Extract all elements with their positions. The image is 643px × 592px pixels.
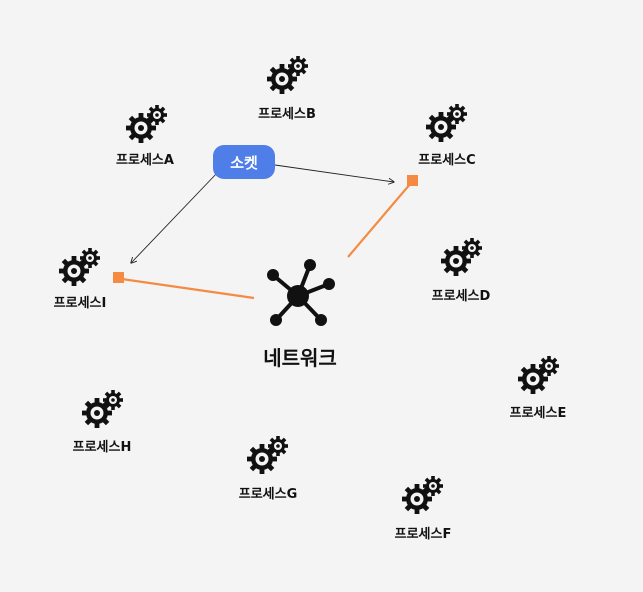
process-label-g: 프로세스G	[239, 487, 298, 502]
network-node: 네트워크	[263, 259, 337, 370]
process-node-e: 프로세스E	[510, 356, 567, 421]
process-node-d: 프로세스D	[432, 238, 491, 304]
process-label-i: 프로세스I	[54, 296, 107, 311]
gears-icon	[518, 356, 559, 394]
network-label: 네트워크	[263, 346, 337, 370]
network-hub-icon	[267, 259, 335, 326]
process-label-c: 프로세스C	[418, 153, 475, 168]
process-label-d: 프로세스D	[432, 289, 491, 304]
process-label-e: 프로세스E	[510, 406, 567, 421]
process-label-h: 프로세스H	[73, 440, 132, 455]
process-node-a: 프로세스A	[116, 105, 174, 168]
gears-icon	[402, 476, 443, 514]
gears-icon	[426, 104, 467, 142]
socket-endpoint-i	[113, 272, 124, 283]
link-network-to-process-i	[121, 277, 255, 300]
process-node-b: 프로세스B	[258, 56, 316, 122]
gears-icon	[247, 436, 288, 474]
network-links	[113, 175, 418, 300]
socket-arrow-to-i	[131, 171, 219, 263]
gears-icon	[126, 105, 167, 143]
process-label-a: 프로세스A	[116, 153, 174, 168]
process-node-c: 프로세스C	[418, 104, 476, 168]
process-node-g: 프로세스G	[239, 436, 298, 502]
socket-endpoint-c	[407, 175, 418, 186]
gears-icon	[82, 390, 123, 428]
process-node-f: 프로세스F	[395, 476, 452, 542]
socket-badge: 소켓	[213, 145, 275, 179]
socket-arrow-to-c	[274, 164, 394, 182]
socket-arrows	[131, 164, 394, 263]
process-label-b: 프로세스B	[258, 107, 316, 122]
process-label-f: 프로세스F	[395, 527, 452, 542]
process-node-i: 프로세스I	[54, 248, 107, 311]
socket-label: 소켓	[230, 154, 258, 172]
process-node-h: 프로세스H	[73, 390, 132, 455]
gears-icon	[59, 248, 100, 286]
gears-icon	[267, 56, 308, 94]
gears-icon	[441, 238, 482, 276]
link-network-to-process-c	[347, 182, 412, 258]
